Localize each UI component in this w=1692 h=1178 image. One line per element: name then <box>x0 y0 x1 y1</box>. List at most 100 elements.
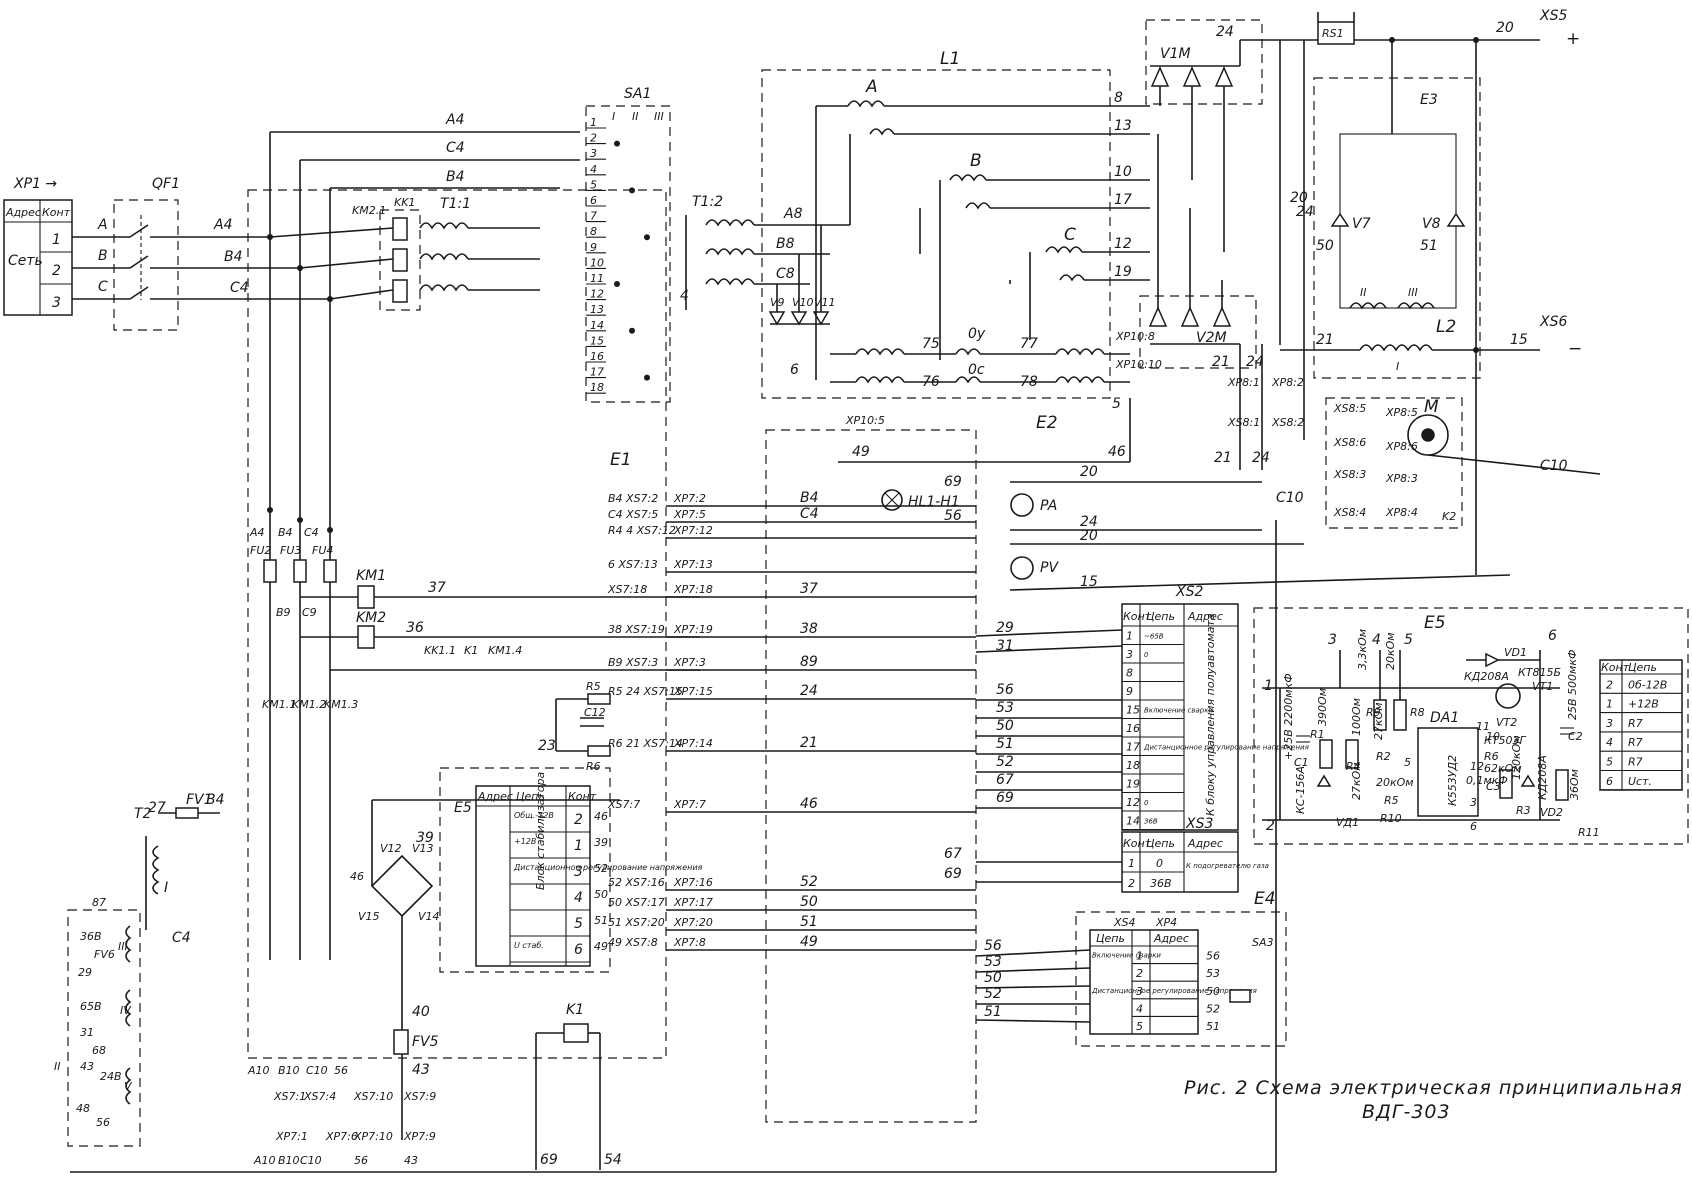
e2-label: E2 <box>1036 413 1058 433</box>
xs8-1-label: XS8:1 <box>1227 416 1260 429</box>
node-5-label: 5 <box>1112 396 1121 412</box>
xp7-row-14: XP7:8 <box>673 936 706 949</box>
v2m-rectifier: V2M 21 24 <box>1139 134 1264 370</box>
km13-label: KM1.3 <box>324 698 358 711</box>
e5-row-contact-2: 1 <box>574 838 583 854</box>
t2-wire-27: 27 <box>148 800 166 816</box>
wire-20-vertical: 20 <box>1290 190 1308 206</box>
wire-67-xs3: 67 <box>944 846 962 862</box>
c1-label: C1 <box>1294 756 1309 769</box>
sa1-row-1: 1 <box>590 116 597 129</box>
phase-c-label: C <box>98 279 108 295</box>
xp8-4-label: XP8:4 <box>1385 506 1418 519</box>
t1-2-transformer: T1:2 A8 B8 C8 4 <box>680 194 850 310</box>
bottom-56-b: 56 <box>354 1154 368 1167</box>
t2-wire-48: 48 <box>76 1102 90 1115</box>
l2-output: L2 21 15 XS6 − I <box>1280 314 1582 575</box>
xp1-pin-2: 2 <box>52 263 61 279</box>
xs4-row-contact-1: 1 <box>1136 950 1143 963</box>
r11-label: R11 <box>1578 826 1600 839</box>
xp7-row-9: XP7:14 <box>673 737 713 750</box>
wire-69-xs3: 69 <box>944 866 962 882</box>
sa1-contact <box>644 234 650 241</box>
e5-row-wire-4: 50 <box>594 888 608 901</box>
k1-relay: K1 <box>535 1002 601 1170</box>
e5r-row-contact-2: 1 <box>1606 698 1613 711</box>
xp8-6-label: XP8:6 <box>1385 440 1418 453</box>
e5r-row-contact-1: 2 <box>1606 678 1613 691</box>
xs6-minus-sign: − <box>1568 339 1582 359</box>
kk1-label: KK1.1 <box>424 644 456 657</box>
e5-row-contact-6: 6 <box>574 942 583 958</box>
wire-43-fv5: 43 <box>412 1062 430 1078</box>
e5-row-wire-3: 52 <box>594 862 608 875</box>
fu4-label: FU4 <box>312 544 333 557</box>
e5r-row-circuit-1: 0б-12В <box>1628 678 1667 691</box>
r5-e5-label: R5 <box>1384 794 1399 807</box>
sa1-col-1: I <box>612 110 615 123</box>
t2-wire-56: 56 <box>96 1116 110 1129</box>
xs7-row-9: R6 21 XS7:14 <box>608 737 683 750</box>
bridge-v12-v15: V12 V13 V15 V14 46 39 40 FV5 43 <box>350 799 620 1140</box>
c3-val: 0,1мкФ <box>1466 774 1508 787</box>
bottom-43-b: 43 <box>404 1154 418 1167</box>
t1-2-label: T1:2 <box>692 194 723 210</box>
xp1-connector: XP1 → Адрес Конт Сеть 1 2 3 <box>3 176 73 316</box>
xs2-row-contact-7: 17 <box>1126 741 1140 754</box>
wire-36-label: 36 <box>406 620 424 636</box>
bottom-xp79: XP7:9 <box>403 1130 436 1143</box>
sa1-row-14: 14 <box>590 319 604 332</box>
winding-iii-label: III <box>1408 286 1418 299</box>
t2-wire-36v: 36В <box>80 930 102 943</box>
xs5-plus-sign: + <box>1566 29 1580 49</box>
km2-contacts: KM2.1 KK1 <box>269 196 421 311</box>
xp10-5-label: XP10:5 <box>845 414 885 427</box>
xs7-row-6: 38 XS7:19 <box>608 623 665 636</box>
xs4-row-wire-4: 52 <box>1206 1002 1220 1015</box>
node-4-label: 4 <box>680 288 689 304</box>
wire-52-xs4: 52 <box>984 986 1002 1002</box>
xp1-header-contact: Конт <box>42 206 71 219</box>
e5r-row-contact-4: 4 <box>1606 736 1613 749</box>
e5-row-wire-6: 49 <box>594 940 608 953</box>
wire-53-xs2: 53 <box>996 700 1014 716</box>
xp7-wire-11: 52 <box>800 874 818 890</box>
xs4-row-contact-3: 3 <box>1136 985 1143 998</box>
xs2-row-contact-5: 15 <box>1126 704 1140 717</box>
sa1-row-3: 3 <box>590 147 597 160</box>
e5-header-address: Адрес <box>477 790 513 803</box>
wire-46-top: 46 <box>1108 444 1126 460</box>
pv-label: PV <box>1040 560 1059 576</box>
bottom-b10-b: B10 <box>278 1154 300 1167</box>
v12-label: V12 <box>380 842 402 855</box>
da1-part: К553УД2 <box>1446 755 1459 806</box>
r51-label: 51 <box>1420 238 1438 254</box>
sa1-row-8: 8 <box>590 225 597 238</box>
rs1-output: RS1 20 XS5 + 20 24 <box>1240 8 1580 440</box>
xp8-2-label: XP8:2 <box>1271 376 1304 389</box>
bottom-xs74: XS7:4 <box>303 1090 336 1103</box>
signal-lines: 29 31 56 53 50 51 52 67 69 67 69 56 53 5… <box>944 620 1123 1023</box>
e5-row-wire-2: 39 <box>594 836 608 849</box>
km14-label: KM1.4 <box>488 644 522 657</box>
v2m-label: V2M <box>1196 330 1227 346</box>
kd208b-label: КД208А <box>1536 755 1549 800</box>
c10-wire-label: C10 <box>1540 458 1568 474</box>
fu-a4-label: A4 <box>249 526 265 539</box>
wire-56-xs2: 56 <box>996 682 1014 698</box>
xp1-pin-3: 3 <box>52 295 61 311</box>
sa1-row-17: 17 <box>590 366 604 379</box>
xs2-row-contact-9: 19 <box>1126 778 1140 791</box>
v15-label: V15 <box>358 910 380 923</box>
v11-label: V11 <box>814 296 836 309</box>
wire-51-xs4: 51 <box>984 1004 1002 1020</box>
xs7-row-4: 6 XS7:13 <box>608 558 658 571</box>
t2-c4-label: C4 <box>172 930 191 946</box>
wire-52-xs2: 52 <box>996 754 1014 770</box>
xp7-wire-10: 46 <box>800 796 818 812</box>
v1m-rectifier: V1M 24 <box>1145 19 1263 252</box>
sa1-row-9: 9 <box>590 241 597 254</box>
e5r-row-circuit-3: R7 <box>1628 717 1643 730</box>
fv5-label: FV5 <box>412 1034 439 1050</box>
wire-37-label: 37 <box>428 580 446 596</box>
